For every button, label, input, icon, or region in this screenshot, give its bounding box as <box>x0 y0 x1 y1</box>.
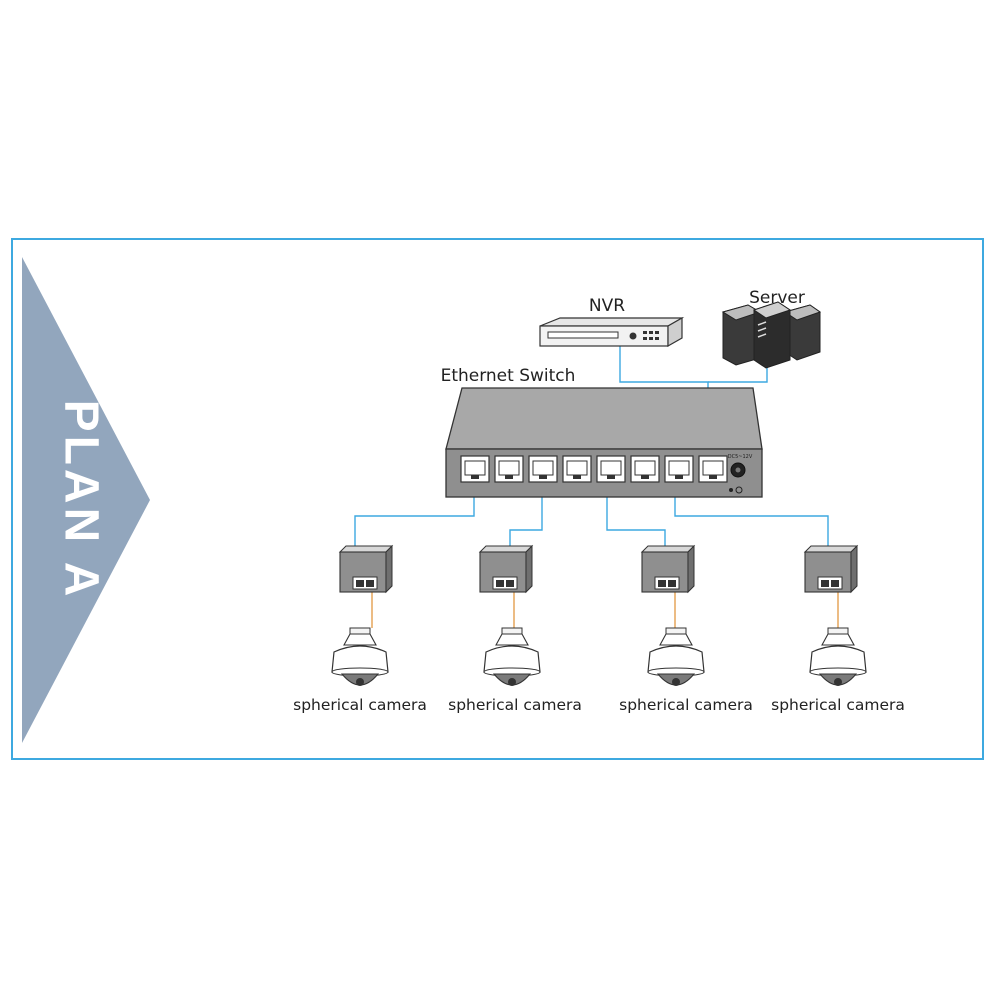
camera-label-2: spherical camera <box>448 696 582 714</box>
server-device <box>721 301 822 369</box>
ethernet-switch <box>445 387 763 498</box>
link-switch-poe-1 <box>354 486 475 548</box>
poe-units <box>338 544 859 594</box>
plan-banner: PLAN A <box>22 257 150 743</box>
switch-port <box>630 455 660 483</box>
banner-text: PLAN A <box>54 400 107 601</box>
banner-arrow <box>22 257 150 743</box>
link-switch-poe-2 <box>509 486 543 548</box>
poe-injector <box>803 544 859 594</box>
nvr-device <box>539 316 685 348</box>
switch-port <box>664 455 694 483</box>
switch-port <box>562 455 592 483</box>
switch-ports <box>460 455 728 483</box>
switch-label: Ethernet Switch <box>441 366 576 386</box>
spherical-camera <box>647 627 705 686</box>
camera-label-1: spherical camera <box>293 696 427 714</box>
poe-injector <box>338 544 394 594</box>
diagram-frame <box>11 238 984 760</box>
switch-port <box>698 455 728 483</box>
poe-camera-links <box>371 592 839 628</box>
link-switch-poe-4 <box>674 486 829 548</box>
switch-power-label: DC5~12V <box>728 454 753 460</box>
camera-label-4: spherical camera <box>771 696 905 714</box>
nvr-label: NVR <box>589 296 625 316</box>
switch-port <box>596 455 626 483</box>
spherical-camera <box>809 627 867 686</box>
spherical-camera <box>331 627 389 686</box>
camera-labels: spherical camera spherical camera spheri… <box>293 696 905 714</box>
poe-injector <box>478 544 534 594</box>
switch-port <box>460 455 490 483</box>
server-label: Server <box>749 288 805 308</box>
poe-injector <box>640 544 696 594</box>
camera-units <box>331 627 867 686</box>
spherical-camera <box>483 627 541 686</box>
switch-port <box>494 455 524 483</box>
switch-port <box>528 455 558 483</box>
link-switch-poe-3 <box>606 486 666 548</box>
camera-label-3: spherical camera <box>619 696 753 714</box>
